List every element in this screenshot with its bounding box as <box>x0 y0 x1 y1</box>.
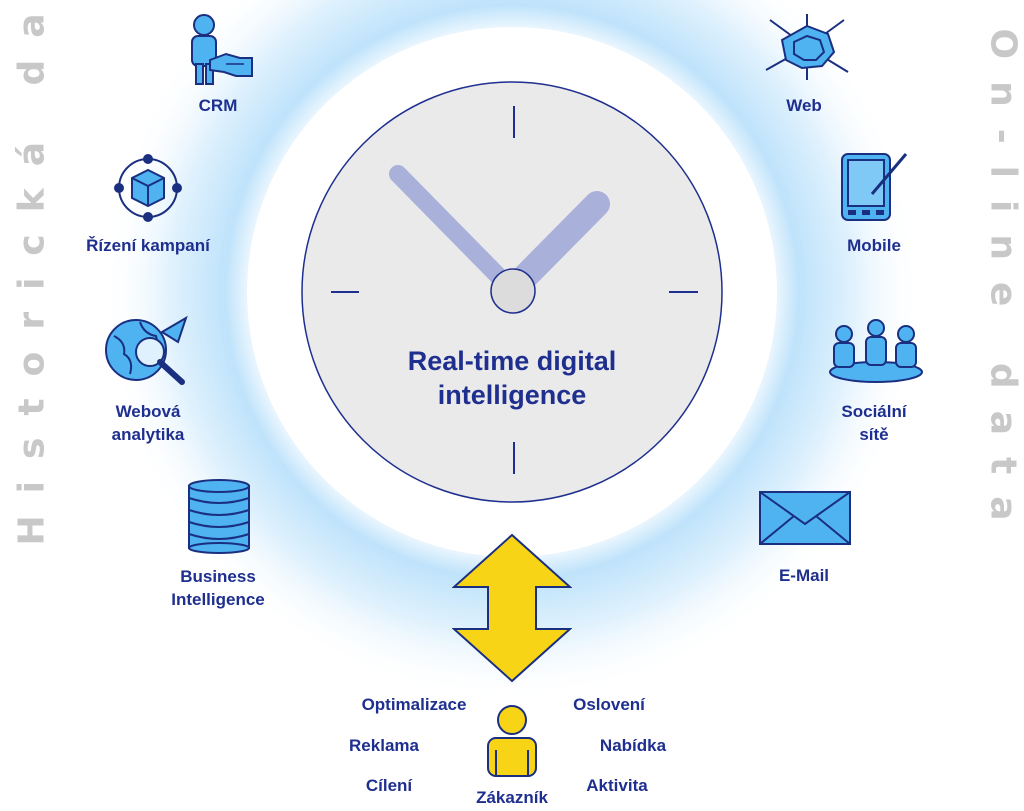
social-label-line2: sítě <box>859 425 889 444</box>
side-label-historical: Historická data <box>11 0 53 546</box>
center-title-line1: Real-time digital <box>407 346 617 376</box>
action-reklama: Reklama <box>349 736 419 755</box>
minute-hand <box>389 165 521 299</box>
database-stack-icon <box>188 479 250 554</box>
action-cileni: Cílení <box>365 776 413 795</box>
web-analytics-label-line1: Webová <box>115 402 181 421</box>
crm-person-handshake-icon <box>191 14 253 85</box>
people-group-icon <box>829 319 923 383</box>
action-aktivita: Aktivita <box>586 776 648 795</box>
action-nabidka: Nabídka <box>599 736 667 755</box>
campaign-label: Řízení kampaní <box>86 236 210 255</box>
social-label-line1: Sociální <box>841 402 907 421</box>
customer-person-icon <box>487 705 537 777</box>
bi-label-line1: Business <box>180 567 256 586</box>
social-label: Sociální sítě <box>814 400 934 446</box>
campaign-cube-network-icon <box>114 154 182 222</box>
web-analytics-label-line2: analytika <box>111 425 185 444</box>
web-analytics-label: Webová analytika <box>88 400 208 446</box>
action-osloveni: Oslovení <box>573 695 645 714</box>
crm-label: CRM <box>198 96 238 115</box>
mobile-label: Mobile <box>847 236 901 255</box>
action-optimalizace: Optimalizace <box>361 695 467 714</box>
double-arrow-icon <box>452 533 572 683</box>
email-label: E-Mail <box>778 566 830 585</box>
envelope-icon <box>759 491 851 545</box>
web-label: Web <box>786 96 822 115</box>
side-label-online: On-line data <box>982 28 1024 543</box>
spider-web-icon <box>765 14 849 80</box>
customer-label: Zákazník <box>476 788 548 807</box>
center-title-line2: intelligence <box>437 380 587 410</box>
tablet-stylus-icon <box>841 153 908 221</box>
center-title: Real-time digital intelligence <box>350 344 674 412</box>
globe-magnifier-icon <box>105 315 188 385</box>
bi-label-line2: Intelligence <box>171 590 265 609</box>
clock-center-pin <box>490 268 536 314</box>
bi-label: Business Intelligence <box>158 565 278 611</box>
